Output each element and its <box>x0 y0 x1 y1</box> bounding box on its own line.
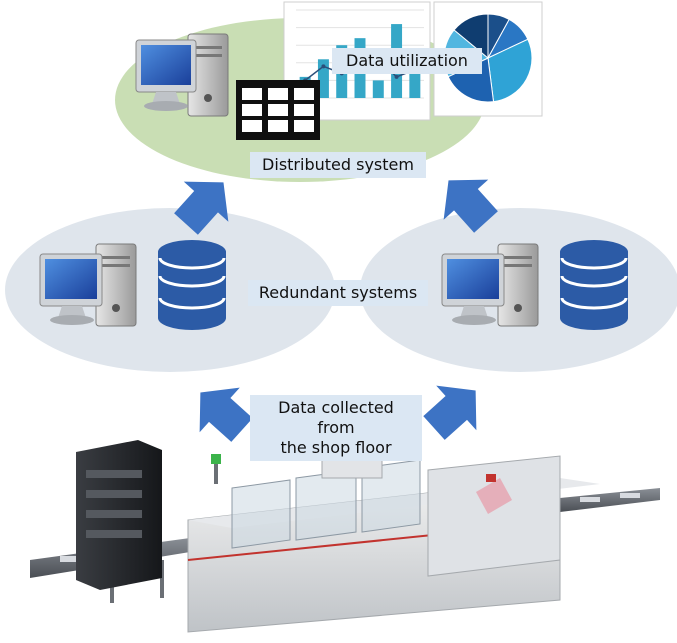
pie-slice <box>453 13 489 60</box>
line-point <box>394 74 399 79</box>
pie-slice <box>487 38 533 103</box>
data-collected-label: Data collected from the shop floor <box>250 395 422 461</box>
data-collected-line2: the shop floor <box>280 438 392 457</box>
line-point <box>321 64 326 69</box>
data-utilization-label: Data utilization <box>332 48 482 74</box>
computer-icon-top <box>135 33 229 117</box>
database-icon-right <box>560 240 628 330</box>
pie-slice <box>447 57 495 103</box>
arrow-up-left-icon <box>443 179 498 233</box>
table-icon <box>236 80 320 140</box>
computer-icon-right <box>441 243 539 327</box>
database-icon-left <box>158 240 226 330</box>
arrow-up-right-icon-lower <box>423 385 477 440</box>
computer-icon-left <box>39 243 137 327</box>
redundant-systems-label: Redundant systems <box>248 280 428 306</box>
data-collected-line1: Data collected from <box>278 398 394 437</box>
bar <box>372 80 384 98</box>
bar <box>317 59 329 98</box>
factory-line-image <box>30 440 660 633</box>
arrow-up-right-icon <box>174 181 229 235</box>
arrow-up-left-icon-lower <box>199 387 253 442</box>
distributed-system-label: Distributed system <box>250 152 426 178</box>
